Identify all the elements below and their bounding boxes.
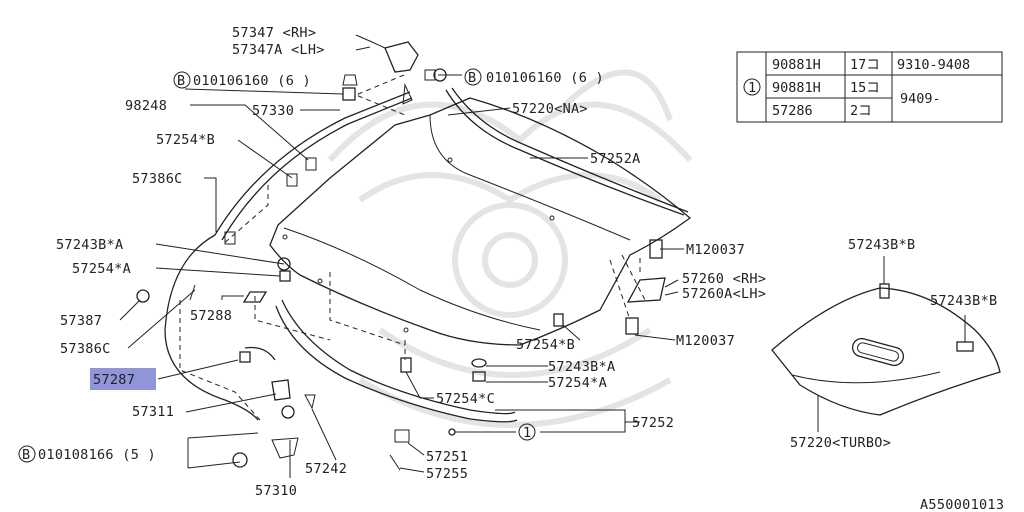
watermark-emblem [327,69,693,428]
label-57255: 57255 [426,466,468,482]
table-row1-period: 9310-9408 [897,57,970,73]
label-57254c: 57254*C [436,391,495,407]
label-57330: 57330 [252,103,294,119]
bolt-top-left-part [342,74,358,101]
table-row1-qty: 17コ [850,57,880,73]
label-bolt-top-right: 010106160 (6 ) [486,70,604,86]
label-57260a: 57260A<LH> [682,286,766,302]
label-57243ba-2: 57243B*A [548,359,615,375]
leader-lines [119,34,966,478]
table-row2-period: 9409- [900,91,941,107]
table-ref-circle [743,78,761,96]
parts-table: 1 90881H 17コ 9310-9408 90881H 15コ 9409- … [736,51,1003,123]
label-bolt-top-left: 010106160 (6 ) [193,73,311,89]
label-57288: 57288 [190,308,232,324]
label-57287: 57287 [93,372,135,388]
ref-marker-1: 1 [518,423,536,441]
table-row3-qty: 2コ [850,103,872,119]
bolt-marker-top-left: B [173,71,191,89]
label-57387: 57387 [60,313,102,329]
label-m120037-top: M120037 [686,242,745,258]
svg-text:1: 1 [523,425,531,441]
label-57254b-2: 57254*B [516,337,575,353]
bolt-marker-bottom: B [18,445,36,463]
label-57252: 57252 [632,415,674,431]
table-row3-part: 57286 [772,103,813,119]
label-57252a: 57252A [590,151,641,167]
hood-seal-57252a [445,87,689,216]
release-cable [164,234,410,471]
label-57220turbo: 57220<TURBO> [790,435,891,451]
label-57254b-1: 57254*B [156,132,215,148]
dashed-guides [179,74,646,421]
label-57310: 57310 [255,483,297,499]
label-57254a-2: 57254*A [548,375,607,391]
label-57260: 57260 <RH> [682,271,766,287]
label-98248: 98248 [125,98,167,114]
table-row2-part: 90881H [772,80,821,96]
highlight-57287 [90,368,156,390]
label-57243ba-1: 57243B*A [56,237,123,253]
label-57242: 57242 [305,461,347,477]
label-57347a: 57347A <LH> [232,42,325,58]
label-57254a-1: 57254*A [72,261,131,277]
svg-text:B: B [177,73,185,89]
table-row1-part: 90881H [772,57,821,73]
hinge-57347 [384,41,419,105]
label-57243bb-2: 57243B*B [930,293,997,309]
svg-text:B: B [22,447,30,463]
hood-panel-turbo [771,283,1001,416]
svg-text:B: B [468,70,476,86]
support-rod-57330 [214,91,413,245]
label-57386c-1: 57386C [132,171,183,187]
hood-lock-bracket [232,379,299,468]
label-57347: 57347 <RH> [232,25,316,41]
label-57386c-2: 57386C [60,341,111,357]
label-m120037-bottom: M120037 [676,333,735,349]
label-57251: 57251 [426,449,468,465]
label-bolt-bottom: 010108166 (5 ) [38,447,156,463]
label-57311: 57311 [132,404,174,420]
table-ref: 1 [748,80,756,96]
weatherstrip-57252 [275,299,518,423]
label-57220na: 57220<NA> [512,101,588,117]
bolt-marker-top-right: B [464,68,482,86]
catalog-number: A550001013 [920,497,1004,512]
table-row2-qty: 15コ [850,80,880,96]
hood-panel-main [269,97,692,346]
label-57243bb-1: 57243B*B [848,237,915,253]
